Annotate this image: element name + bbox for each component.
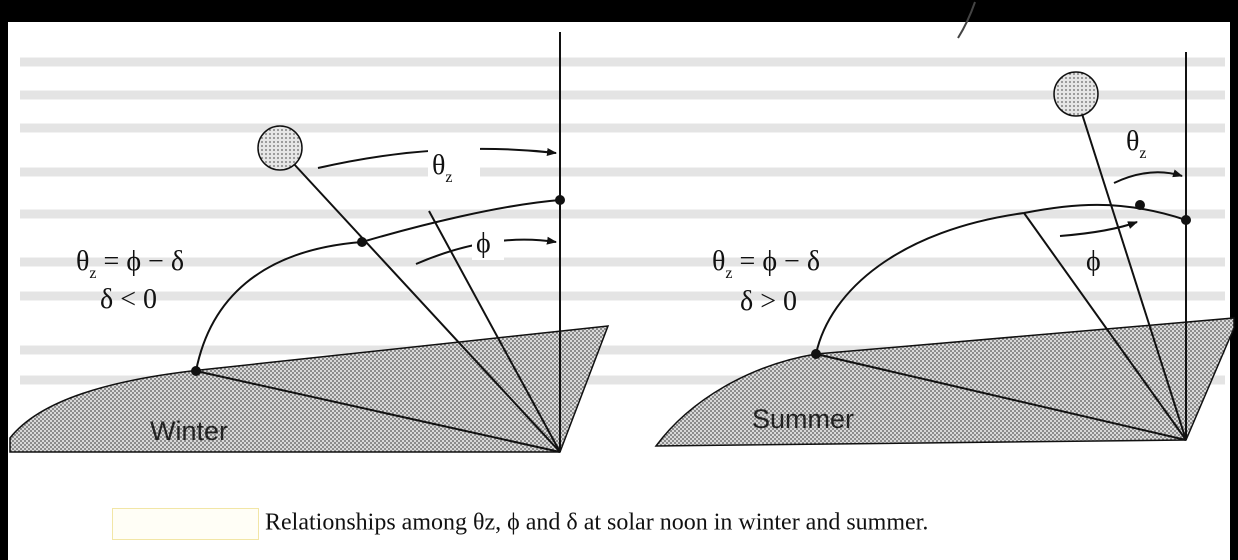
summer-equation: θz = ϕ − δ [712, 246, 820, 282]
winter-equation: θz = ϕ − δ [76, 246, 184, 282]
winter-phi-label: ϕ [476, 228, 491, 259]
pen-mark [957, 1, 976, 39]
left-border [0, 0, 8, 560]
winter-condition: δ < 0 [100, 284, 157, 315]
bleed-through-text [20, 57, 1225, 385]
winter-diagram: θz ϕ θz = ϕ − δ δ < 0 Winter [9, 32, 610, 453]
top-border [0, 0, 1238, 22]
summer-condition: δ > 0 [740, 286, 797, 317]
summer-diagram: θz ϕ θz = ϕ − δ δ > 0 Summer [654, 52, 1235, 447]
winter-ground [9, 325, 610, 453]
summer-sun-ray [1075, 94, 1187, 441]
winter-theta-label: θz [432, 150, 453, 186]
summer-ground [654, 317, 1235, 447]
winter-ground-ray [195, 370, 561, 453]
summer-point-surface [811, 349, 821, 359]
summer-meridian-arc [815, 203, 1187, 355]
right-border [1230, 0, 1238, 560]
summer-latitude-ray [1023, 212, 1187, 441]
summer-phi-arrow [1059, 221, 1138, 237]
summer-label: Summer [752, 404, 854, 434]
winter-sun-ray [280, 149, 561, 453]
summer-point-sun-dir [1135, 200, 1145, 210]
winter-label: Winter [150, 416, 228, 446]
winter-sun-icon [257, 125, 303, 171]
winter-point-zenith [555, 195, 565, 205]
summer-theta-arrow [1113, 169, 1183, 184]
summer-phi-label: ϕ [1086, 246, 1101, 277]
caption-text: Relationships among θz, ϕ and δ at solar… [265, 509, 929, 536]
figure-caption: Relationships among θz, ϕ and δ at solar… [112, 508, 928, 540]
winter-point-surface [191, 366, 201, 376]
winter-point-sun-dir [357, 237, 367, 247]
summer-sun-icon [1053, 71, 1099, 117]
caption-highlight-box [112, 508, 259, 540]
summer-ground-ray [815, 353, 1187, 441]
summer-point-zenith [1181, 215, 1191, 225]
summer-theta-label: θz [1126, 126, 1147, 162]
